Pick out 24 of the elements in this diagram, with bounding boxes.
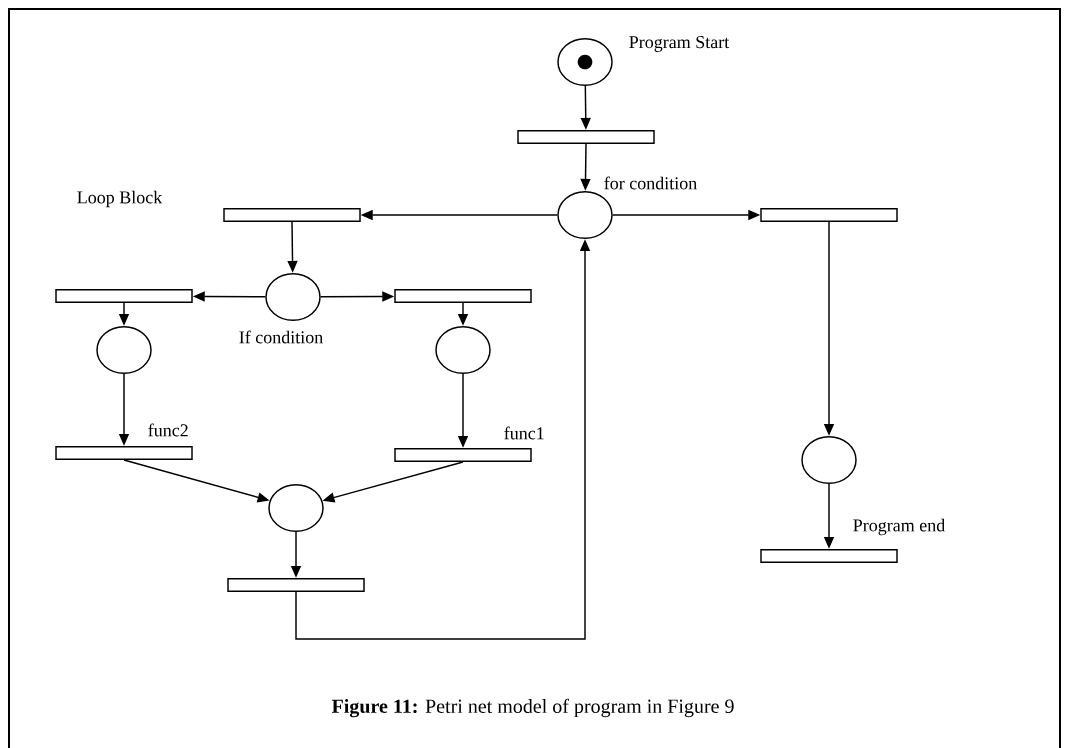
node-label: Loop Block bbox=[77, 190, 163, 208]
transition-bar bbox=[394, 288, 532, 304]
node-label: If condition bbox=[239, 330, 323, 344]
node-label: for condition bbox=[604, 176, 697, 190]
node-label: func1 bbox=[504, 426, 544, 440]
place-circle bbox=[557, 37, 613, 87]
transition-bar bbox=[227, 577, 365, 593]
transition-bar bbox=[760, 548, 898, 564]
figure-caption: Figure 11: Petri net model of program in Figure 9 bbox=[331, 698, 734, 718]
place-circle bbox=[435, 325, 491, 375]
transition-bar bbox=[223, 207, 361, 223]
place-circle bbox=[265, 272, 321, 322]
place-circle bbox=[96, 325, 152, 375]
node-label: Program end bbox=[853, 518, 945, 536]
node-label: Program Start bbox=[629, 36, 730, 52]
place-circle bbox=[268, 483, 324, 533]
transition-bar bbox=[394, 447, 532, 463]
place-circle bbox=[801, 435, 857, 485]
node-label: func2 bbox=[148, 423, 188, 437]
transition-bar bbox=[517, 129, 655, 145]
transition-bar bbox=[55, 288, 193, 304]
place-circle bbox=[557, 190, 613, 240]
transition-bar bbox=[55, 445, 193, 461]
transition-bar bbox=[760, 207, 898, 223]
